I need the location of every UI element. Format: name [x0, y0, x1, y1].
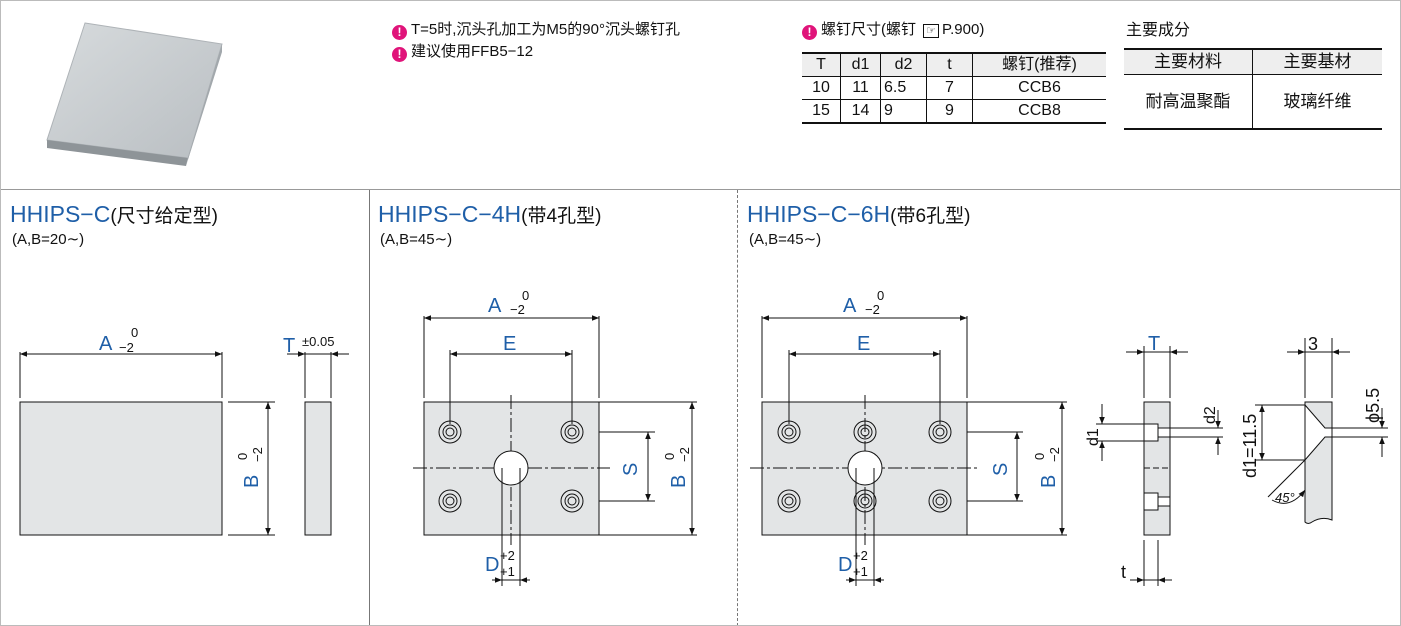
dim-label-small-t: t: [1121, 562, 1126, 582]
note-countersink: !T=5时,沉头孔加工为M5的90°沉头螺钉孔: [392, 20, 680, 40]
section-subtitle: (A,B=20∼): [12, 231, 85, 248]
screw-table-title: !螺钉尺寸(螺钉 ☞P.900): [802, 20, 984, 40]
warning-icon: !: [392, 47, 407, 62]
tolerance-lower: −2: [677, 447, 692, 462]
table-row: 耐高温聚酯 玻璃纤维: [1124, 74, 1382, 129]
dim-label-d1-value: d1=11.5: [1240, 414, 1260, 478]
tolerance-t: ±0.05: [302, 334, 334, 349]
table-header: d2: [880, 53, 927, 77]
table-cell: 7: [926, 76, 973, 100]
table-header: t: [926, 53, 973, 77]
dim-label-e: E: [857, 333, 870, 355]
dim-label-b: B: [668, 475, 690, 488]
table-cell: 15: [802, 99, 841, 124]
tolerance-upper: 0: [522, 288, 529, 303]
dim-label-d: D: [838, 554, 852, 576]
table-header-row: 主要材料 主要基材: [1124, 49, 1382, 75]
warning-icon: !: [392, 25, 407, 40]
section-title: HHIPS−C−4H(带4孔型): [378, 201, 602, 227]
dim-label-phi: ϕ5.5: [1363, 388, 1383, 423]
tolerance-upper: 0: [235, 453, 250, 460]
table-header: 螺钉(推荐): [972, 53, 1106, 77]
table-cell: 6.5: [880, 76, 927, 100]
tolerance-lower: −2: [510, 302, 525, 317]
dim-label-t: T: [283, 335, 295, 357]
table-header: d1: [840, 53, 881, 77]
table-cell: 9: [926, 99, 973, 124]
warning-icon: !: [802, 25, 817, 40]
angle-label: 45°: [1275, 490, 1295, 505]
note-recommend: !建议使用FFB5−12: [392, 42, 533, 62]
dim-label-d1: d1: [1085, 428, 1102, 446]
dim-label-b: B: [1038, 475, 1060, 488]
section-divider: [0, 189, 1401, 190]
product-photo: [46, 22, 223, 166]
tolerance-lower: −2: [119, 340, 134, 355]
dim-label-t: T: [1148, 333, 1160, 355]
column-divider: [737, 190, 738, 626]
dim-label-e: E: [503, 333, 516, 355]
dim-label-b: B: [241, 475, 263, 488]
table-header: 主要材料: [1124, 49, 1253, 75]
tolerance-lower: +1: [500, 564, 515, 579]
tolerance-upper: 0: [131, 325, 138, 340]
dim-label-a: A: [99, 333, 113, 355]
tolerance-lower: −2: [865, 302, 880, 317]
tolerance-lower: −2: [250, 447, 265, 462]
reference-hand-icon: ☞: [923, 24, 940, 38]
tolerance-upper: 0: [1032, 453, 1047, 460]
tolerance-upper: 0: [662, 453, 677, 460]
section-title: HHIPS−C(尺寸给定型): [10, 201, 218, 227]
material-title: 主要成分: [1126, 22, 1191, 39]
screw-size-table: T d1 d2 t 螺钉(推荐) 10 11 6.5 7 CCB6 15 14 …: [802, 52, 1106, 124]
material-table: 主要材料 主要基材 耐高温聚酯 玻璃纤维: [1124, 48, 1382, 130]
table-cell: 耐高温聚酯: [1145, 91, 1231, 111]
drawing-plate-c-4h: [413, 315, 697, 586]
dim-label-s: S: [990, 463, 1012, 476]
drawing-plate-c-6h: [750, 315, 1388, 586]
drawing-plate-c: [19, 351, 349, 536]
table-cell: CCB8: [972, 99, 1106, 124]
tolerance-upper: +2: [853, 548, 868, 563]
tolerance-upper: 0: [877, 288, 884, 303]
table-header: 主要基材: [1252, 49, 1382, 75]
dim-label-d2: d2: [1202, 406, 1219, 424]
section-title: HHIPS−C−6H(带6孔型): [747, 201, 971, 227]
section-subtitle: (A,B=45∼): [749, 231, 822, 248]
table-cell: 玻璃纤维: [1252, 74, 1382, 129]
dim-label-d: D: [485, 554, 499, 576]
dim-label-s: S: [620, 463, 642, 476]
table-row: 15 14 9 9 CCB8: [802, 99, 1106, 124]
tolerance-upper: +2: [500, 548, 515, 563]
dim-label-a: A: [843, 295, 857, 317]
tolerance-lower: +1: [853, 564, 868, 579]
table-row: 10 11 6.5 7 CCB6: [802, 76, 1106, 100]
dim-label-3: 3: [1308, 334, 1318, 354]
table-header-row: T d1 d2 t 螺钉(推荐): [802, 53, 1106, 77]
section-subtitle: (A,B=45∼): [380, 231, 453, 248]
table-cell: CCB6: [972, 76, 1106, 100]
dim-label-a: A: [488, 295, 502, 317]
tolerance-lower: −2: [1047, 447, 1062, 462]
column-divider: [369, 190, 370, 626]
